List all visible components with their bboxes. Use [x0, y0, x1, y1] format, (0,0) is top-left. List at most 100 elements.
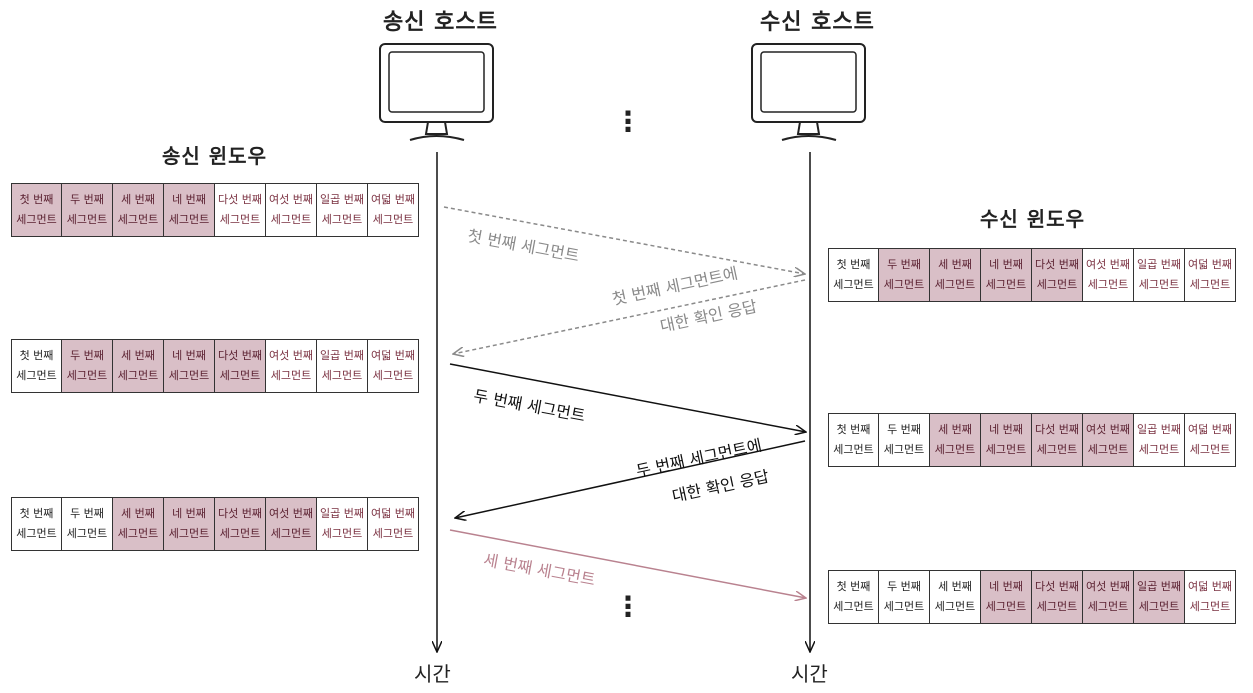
- receiver-window-label: 수신 윈도우: [980, 207, 1085, 231]
- segment-ordinal: 여덟 번째: [1188, 580, 1232, 593]
- receiver-monitor-icon: [751, 43, 866, 141]
- segment-word: 세그먼트: [934, 278, 976, 291]
- segment-word: 세그먼트: [321, 369, 363, 382]
- segment-word: 세그먼트: [66, 527, 108, 540]
- segment-ordinal: 다섯 번째: [218, 193, 262, 206]
- segment-ordinal: 첫 번째: [836, 580, 871, 593]
- segment-word: 세그먼트: [1087, 600, 1129, 613]
- segment-ordinal: 다섯 번째: [218, 349, 262, 362]
- segment-word: 세그먼트: [1189, 443, 1231, 456]
- segment-word: 세그먼트: [372, 527, 414, 540]
- segment-word: 세그먼트: [117, 369, 159, 382]
- segment-ordinal: 일곱 번째: [1137, 580, 1181, 593]
- segment-word: 세그먼트: [168, 213, 210, 226]
- segment-word: 세그먼트: [117, 213, 159, 226]
- segment-ordinal: 다섯 번째: [1035, 580, 1079, 593]
- segment-ordinal: 네 번째: [172, 193, 206, 206]
- segment-ordinal: 두 번째: [70, 193, 104, 206]
- segment-ordinal: 일곱 번째: [1137, 258, 1181, 271]
- seg1-arrow: [443, 206, 805, 274]
- segment-word: 세그먼트: [985, 443, 1027, 456]
- segment-word: 세그먼트: [66, 213, 108, 226]
- segment-word: 세그먼트: [219, 527, 261, 540]
- segment-word: 세그먼트: [219, 213, 261, 226]
- segment-ordinal: 세 번째: [938, 580, 972, 593]
- segment-ordinal: 여덟 번째: [371, 507, 415, 520]
- ack1-arrow: [453, 279, 806, 354]
- segment-ordinal: 네 번째: [989, 580, 1023, 593]
- segment-word: 세그먼트: [16, 527, 57, 540]
- segment-word: 세그먼트: [934, 443, 976, 456]
- segment-ordinal: 네 번째: [989, 423, 1023, 436]
- segment-ordinal: 세 번째: [121, 349, 155, 362]
- segment-ordinal: 여덟 번째: [1188, 258, 1232, 271]
- segment-ordinal: 네 번째: [172, 507, 206, 520]
- segment-ordinal: 여섯 번째: [269, 349, 313, 362]
- segment-word: 세그먼트: [934, 600, 976, 613]
- segment-word: 세그먼트: [168, 369, 210, 382]
- segment-word: 세그먼트: [985, 278, 1027, 291]
- segment-word: 세그먼트: [883, 278, 925, 291]
- segment-ordinal: 세 번째: [121, 507, 155, 520]
- segment-ordinal: 일곱 번째: [320, 193, 364, 206]
- segment-word: 세그먼트: [321, 527, 363, 540]
- segment-ordinal: 다섯 번째: [218, 507, 262, 520]
- ack2-arrow: [455, 440, 806, 518]
- segment-word: 세그먼트: [1036, 600, 1078, 613]
- segment-word: 세그먼트: [117, 527, 159, 540]
- segment-ordinal: 두 번째: [70, 349, 104, 362]
- segment-word: 세그먼트: [1138, 278, 1180, 291]
- segment-ordinal: 첫 번째: [836, 258, 871, 271]
- segment-ordinal: 두 번째: [70, 507, 104, 520]
- segment-word: 세그먼트: [270, 213, 312, 226]
- segment-ordinal: 세 번째: [938, 258, 972, 271]
- segment-word: 세그먼트: [168, 527, 210, 540]
- seg3-arrow: [449, 529, 806, 598]
- segment-word: 세그먼트: [16, 369, 57, 382]
- segment-ordinal: 첫 번째: [19, 507, 54, 520]
- segment-ordinal: 세 번째: [121, 193, 155, 206]
- segment-ordinal: 일곱 번째: [320, 349, 364, 362]
- segment-ordinal: 두 번째: [887, 580, 921, 593]
- segment-word: 세그먼트: [1087, 278, 1129, 291]
- segment-ordinal: 두 번째: [887, 423, 921, 436]
- receiver-host-label: 수신 호스트: [760, 10, 875, 35]
- segment-word: 세그먼트: [883, 600, 925, 613]
- segment-word: 세그먼트: [1036, 278, 1078, 291]
- segment-word: 세그먼트: [372, 213, 414, 226]
- segment-word: 세그먼트: [372, 369, 414, 382]
- segment-word: 세그먼트: [833, 443, 874, 456]
